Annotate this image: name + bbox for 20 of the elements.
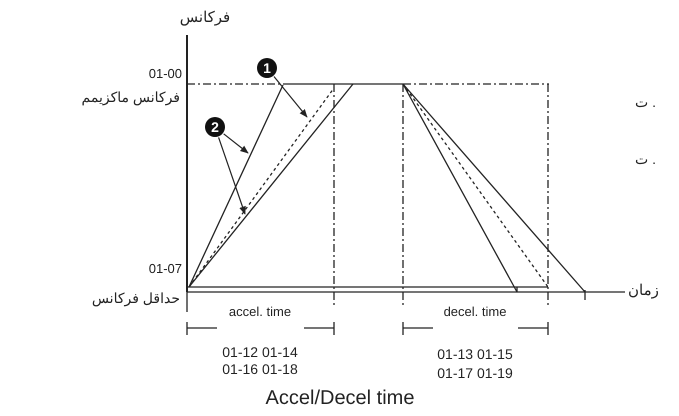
axis-label: ت .	[635, 152, 656, 166]
parameter-code: 01-00	[148, 67, 182, 80]
callout-number: 2	[205, 117, 225, 137]
callout-number: 1	[257, 58, 277, 78]
axis-label: حداقل فرکانس	[92, 291, 180, 305]
leader-line	[223, 133, 249, 154]
caption: Accel/Decel time	[266, 388, 414, 408]
leader-line	[273, 76, 308, 118]
parameter-code: 01-16 01-18	[222, 362, 298, 376]
parameter-code: 01-17 01-19	[437, 366, 513, 380]
parameter-code: 01-13 01-15	[437, 347, 513, 361]
axis-label: ت .	[635, 95, 656, 109]
dimension-label: accel. time	[228, 305, 292, 318]
axis-label: زمان	[628, 283, 659, 298]
axis-label: فرکانس	[180, 10, 230, 25]
dimension-label: decel. time	[444, 305, 506, 318]
parameter-code: 01-12 01-14	[222, 345, 298, 359]
axis-label: فرکانس ماکزیمم	[82, 90, 180, 104]
leader-line	[218, 137, 246, 215]
parameter-code: 01-07	[148, 262, 182, 275]
